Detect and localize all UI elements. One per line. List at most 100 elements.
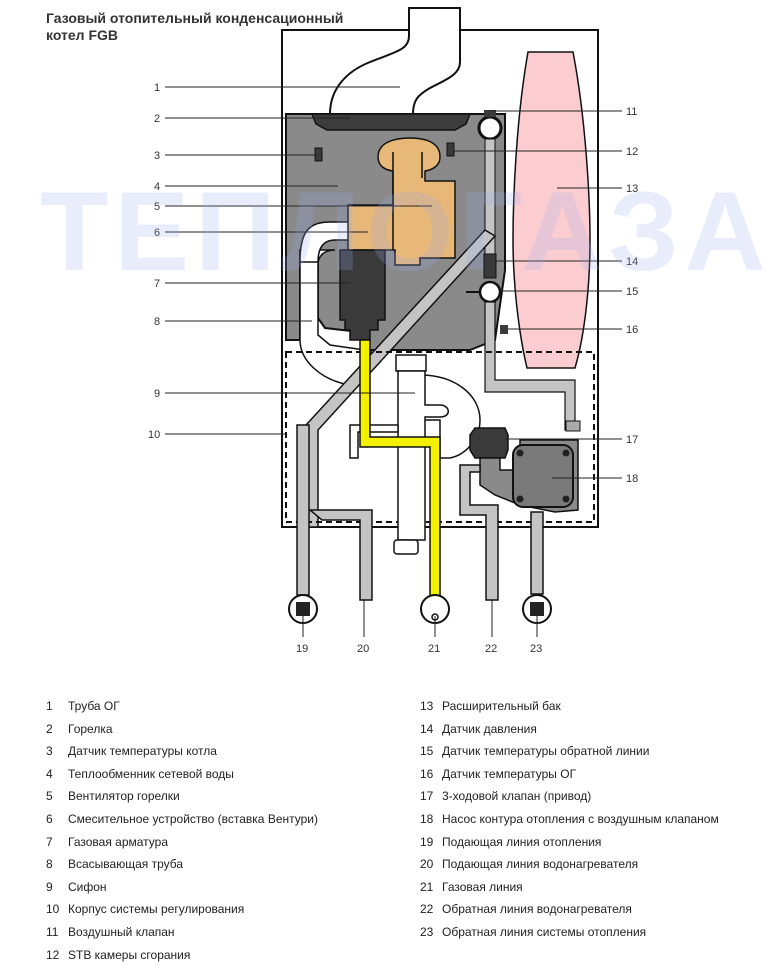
- legend-num: 1: [46, 699, 53, 713]
- legend-num: 11: [46, 924, 59, 939]
- stb-sensor: [446, 142, 455, 157]
- legend-label: 3-ходовой клапан (привод): [442, 789, 592, 804]
- legend-item: 9 Сифон: [46, 879, 318, 902]
- legend-item: 1 Труба ОГ: [46, 698, 318, 721]
- siphon-nut: [395, 354, 427, 372]
- leader-lines-right: [454, 110, 622, 479]
- leader-lines-bottom: [302, 600, 538, 637]
- legend-num: 20: [420, 857, 434, 872]
- callout-16: 16: [626, 324, 638, 336]
- legend-label: Газовая арматура: [68, 834, 169, 849]
- callout-1: 1: [154, 82, 160, 94]
- burner: [310, 113, 472, 131]
- legend-label: STB камеры сгорания: [68, 947, 191, 962]
- legend-label: Обратная линия системы отопления: [442, 924, 647, 939]
- pump-air-vent: [565, 420, 581, 432]
- legend-item: 20 Подающая линия водонагревателя: [420, 856, 719, 879]
- callout-20: 20: [357, 643, 369, 655]
- legend-item: 22 Обратная линия водонагревателя: [420, 901, 719, 924]
- legend-label: Подающая линия отопления: [442, 834, 602, 849]
- legend-label: Обратная линия водонагревателя: [442, 902, 632, 917]
- legend-num: 9: [46, 879, 53, 894]
- callout-18: 18: [626, 473, 638, 485]
- callout-11: 11: [626, 106, 637, 118]
- legend-num: 2: [46, 721, 53, 736]
- legend-label: Воздушный клапан: [68, 924, 175, 939]
- legend-label: Труба ОГ: [68, 699, 120, 713]
- legend-item: 23 Обратная линия системы отопления: [420, 924, 719, 947]
- legend-left: 1 Труба ОГ 2 Горелка 3 Датчик температуры к…: [46, 698, 318, 969]
- legend-label: Теплообменник сетевой воды: [68, 766, 234, 781]
- legend-item: 8 Всасывающая труба: [46, 856, 318, 879]
- heating-return-pipe: [530, 511, 544, 595]
- heating-flow-pipe: [296, 424, 310, 596]
- legend-num: 8: [46, 857, 53, 872]
- legend-num: 3: [46, 744, 53, 759]
- connector-19-valve: [296, 602, 310, 616]
- callout-10: 10: [148, 429, 160, 441]
- callout-9: 9: [154, 388, 160, 400]
- air-vent-cap: [484, 110, 496, 117]
- title-line-2: котел FGB: [46, 27, 119, 43]
- callout-17: 17: [626, 434, 638, 446]
- dhw-supply-pipe: [307, 509, 373, 601]
- leader-lines-left: [165, 86, 432, 435]
- legend-item: 6 Смесительное устройство (вставка Вентур…: [46, 811, 318, 834]
- legend-num: 7: [46, 834, 53, 849]
- legend-item: 17 3-ходовой клапан (привод): [420, 788, 719, 811]
- dhw-return-pipe: [459, 464, 499, 601]
- legend-item: 5 Вентилятор горелки: [46, 788, 318, 811]
- callout-23: 23: [530, 643, 542, 655]
- legend-num: 5: [46, 789, 53, 804]
- three-way-valve: [469, 427, 509, 459]
- title-line-1: Газовый отопительный конденсационный: [46, 10, 344, 26]
- diagram-title: Газовый отопительный конденсационный кот…: [46, 10, 343, 44]
- callout-13: 13: [626, 183, 638, 195]
- flue-pipe: [328, 7, 461, 115]
- legend-label: Горелка: [68, 721, 113, 736]
- connector-23-valve: [530, 602, 544, 616]
- legend-label: Корпус системы регулирования: [68, 902, 245, 917]
- callout-12: 12: [626, 146, 638, 158]
- legend-num: 17: [420, 789, 434, 804]
- legend-num: 19: [420, 834, 434, 849]
- callout-15: 15: [626, 286, 638, 298]
- legend-item: 19 Подающая линия отопления: [420, 834, 719, 857]
- legend-label: Датчик температуры ОГ: [442, 766, 577, 781]
- legend-num: 6: [46, 811, 53, 826]
- pump-bolt: [516, 495, 524, 503]
- boiler-diagram: 1 2 3 4 5 6 7 8 9 10 11 12 13 14 15 16 1…: [148, 7, 638, 655]
- pump-bolt: [562, 495, 570, 503]
- legend-label: Вентилятор горелки: [68, 789, 180, 804]
- legend-label: Смесительное устройство (вставка Вентури…: [68, 811, 318, 826]
- legend-num: 23: [420, 924, 434, 939]
- legend-label: Подающая линия водонагревателя: [442, 857, 639, 872]
- legend-num: 22: [420, 902, 434, 917]
- legend-label: Всасывающая труба: [68, 857, 184, 872]
- legend-item: 3 Датчик температуры котла: [46, 743, 318, 766]
- callout-19: 19: [296, 643, 308, 655]
- legend-num: 16: [420, 766, 434, 781]
- legend-item: 11 Воздушный клапан: [46, 924, 318, 947]
- legend-label: Датчик температуры котла: [68, 744, 217, 759]
- legend-label: Сифон: [68, 879, 107, 894]
- callout-14: 14: [626, 256, 638, 268]
- burner-fan: [347, 137, 456, 266]
- return-temp-sensor: [478, 280, 502, 304]
- callout-4: 4: [154, 181, 160, 193]
- pump-bolt: [562, 449, 570, 457]
- legend-item: 16 Датчик температуры ОГ: [420, 766, 719, 789]
- heating-pump: [512, 444, 574, 508]
- legend-item: 7 Газовая арматура: [46, 834, 318, 857]
- legend-num: 18: [420, 811, 434, 826]
- callout-3: 3: [154, 150, 160, 162]
- legend-label: Датчик температуры обратной линии: [442, 744, 650, 759]
